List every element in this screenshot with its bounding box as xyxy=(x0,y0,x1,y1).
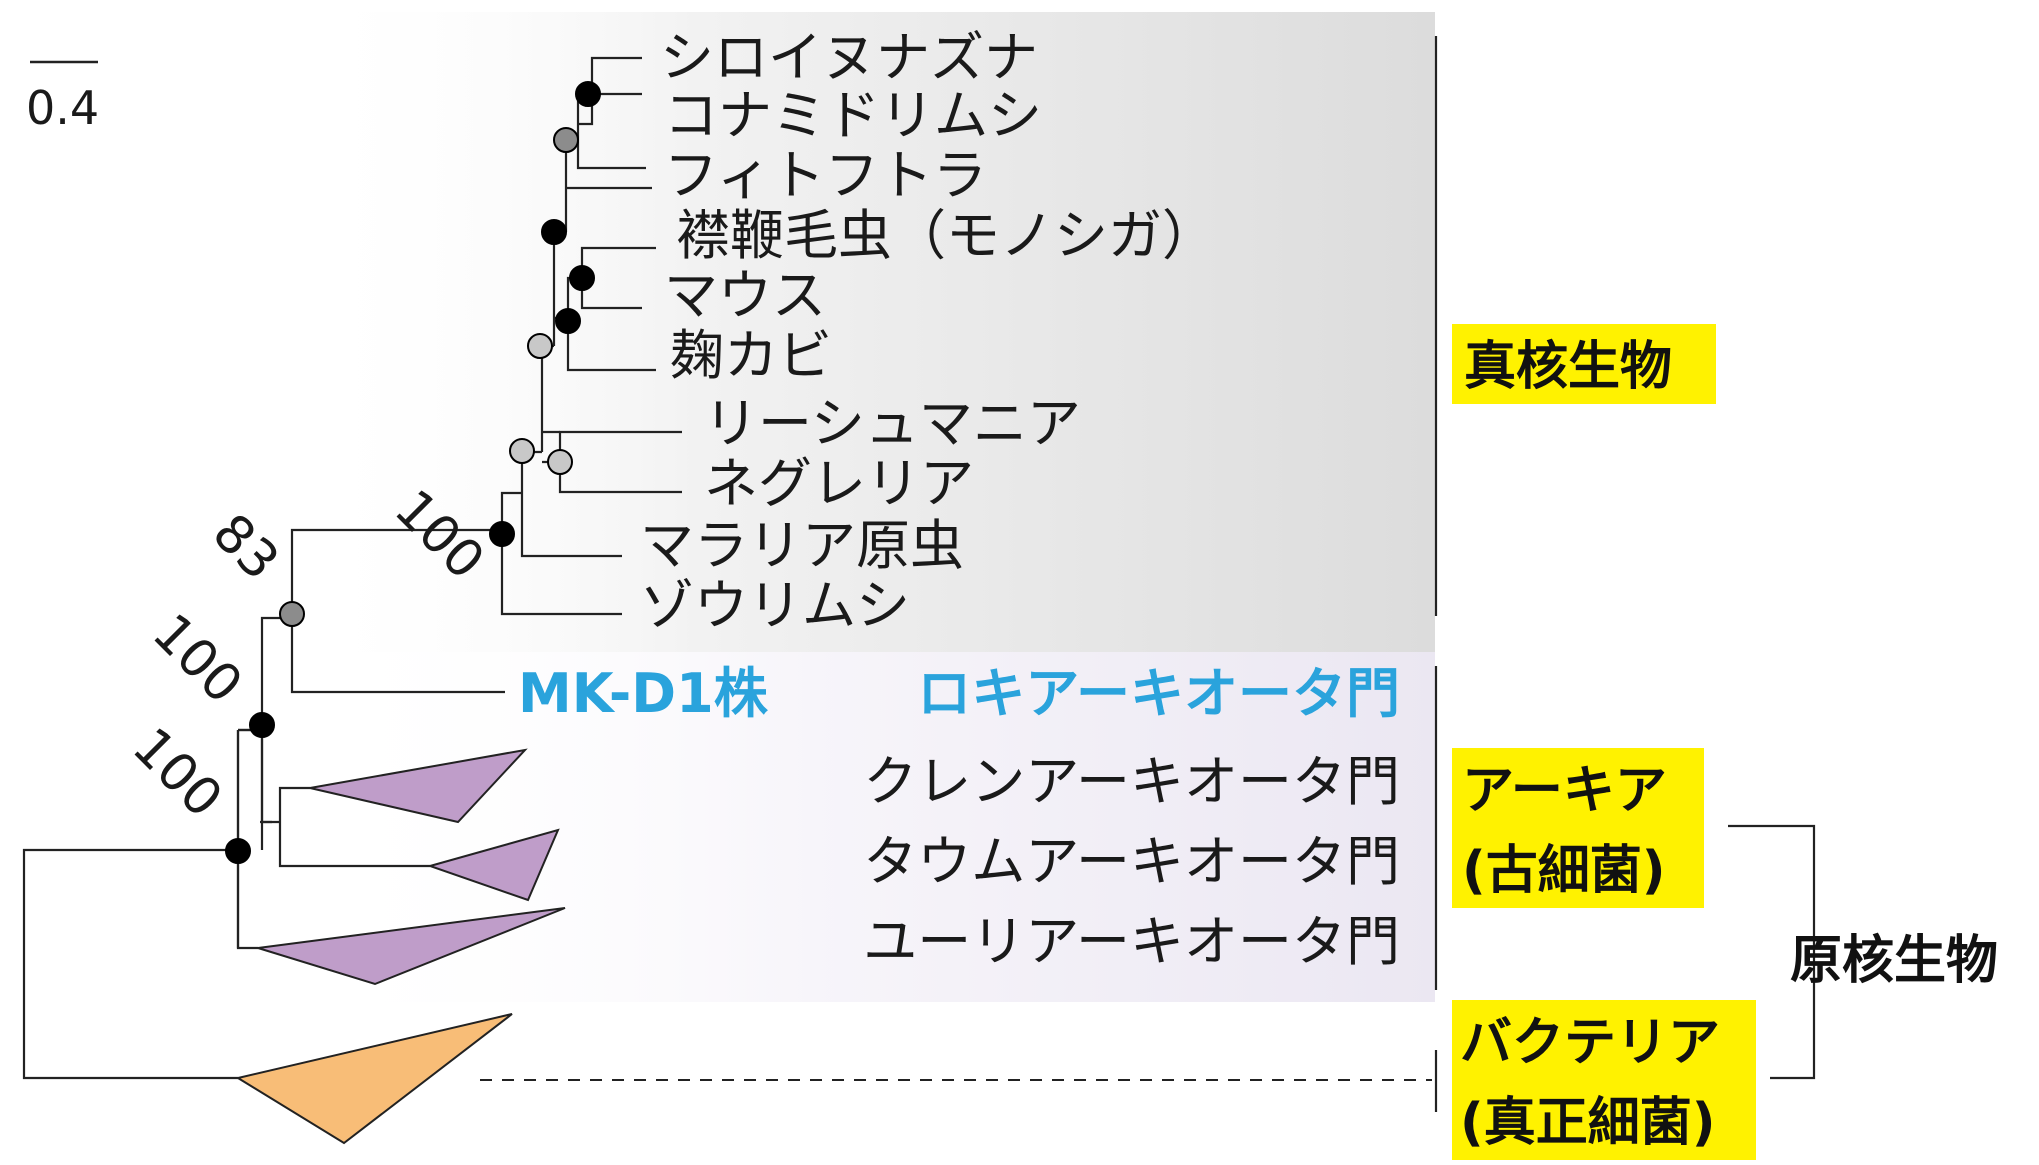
node-g xyxy=(527,333,553,359)
prokaryota-label: 原核生物 xyxy=(1790,931,1998,991)
eukaryote-background xyxy=(300,12,1435,652)
thaumarchaeota-clade xyxy=(426,828,560,902)
bootstrap-archaea: 100 xyxy=(121,717,234,830)
phylum-label: タウムアーキオータ門 xyxy=(863,830,1400,893)
node-f xyxy=(509,438,535,464)
node-m xyxy=(553,127,579,153)
node-lokiarchaeota-eukaryote xyxy=(279,601,305,627)
taxon-label: シロイヌナズナ xyxy=(660,26,1038,89)
archaea-label-bg xyxy=(1452,748,1704,908)
node-j xyxy=(555,308,581,334)
node-n xyxy=(575,81,601,107)
node-h xyxy=(547,449,573,475)
node-asgard xyxy=(249,712,275,738)
taxon-label: 麹カビ xyxy=(670,324,832,387)
euryarchaeota-clade xyxy=(257,907,566,986)
bacteria-clade xyxy=(235,1013,513,1145)
bacteria-label-line2: (真正細菌) xyxy=(1460,1093,1716,1153)
taxon-label: リーシュマニア xyxy=(704,392,1081,455)
node-k xyxy=(569,265,595,291)
prokaryote-bracket xyxy=(1728,824,1816,1080)
branch-node-e xyxy=(500,491,622,616)
bacteria-label-line1: バクテリア xyxy=(1460,1013,1720,1073)
eukaryota-label-bg xyxy=(1452,324,1716,404)
branch-node-d xyxy=(260,786,430,868)
taxon-label: フィトフトラ xyxy=(664,144,987,207)
branch-root xyxy=(22,848,238,1080)
bootstrap-lokiarchaeota: 83 xyxy=(201,503,290,592)
taxon-label: マウス xyxy=(664,264,826,327)
archaea-label-line1: アーキア xyxy=(1462,761,1667,821)
archaea-label-line2: (古細菌) xyxy=(1462,841,1666,901)
phylum-label: ユーリアーキオータ門 xyxy=(863,910,1400,973)
node-l xyxy=(541,219,567,245)
taxon-label: 襟鞭毛虫（モノシガ） xyxy=(676,204,1216,267)
taxon-label: ゾウリムシ xyxy=(640,574,910,637)
taxon-label: コナミドリムシ xyxy=(664,84,1042,147)
bootstrap-asgard: 100 xyxy=(141,603,254,716)
archaea-background xyxy=(300,652,1435,1002)
branch-node-c xyxy=(290,528,505,694)
scale-bar-label: 0.4 xyxy=(26,81,99,135)
mk-d1-strain-label: MK-D1株 xyxy=(518,662,769,725)
taxon-label: マラリア原虫 xyxy=(640,514,964,577)
bacteria-label-bg xyxy=(1452,1000,1756,1160)
phylum-label: クレンアーキオータ門 xyxy=(863,750,1400,813)
node-eukaryote-root xyxy=(489,521,515,547)
eukaryota-label: 真核生物 xyxy=(1464,337,1672,397)
lokiarchaeota-label: ロキアーキオータ門 xyxy=(917,662,1400,725)
node-root-archaea xyxy=(225,838,251,864)
taxon-label: ネグレリア xyxy=(704,452,974,515)
crenarchaeota-clade xyxy=(309,748,528,824)
